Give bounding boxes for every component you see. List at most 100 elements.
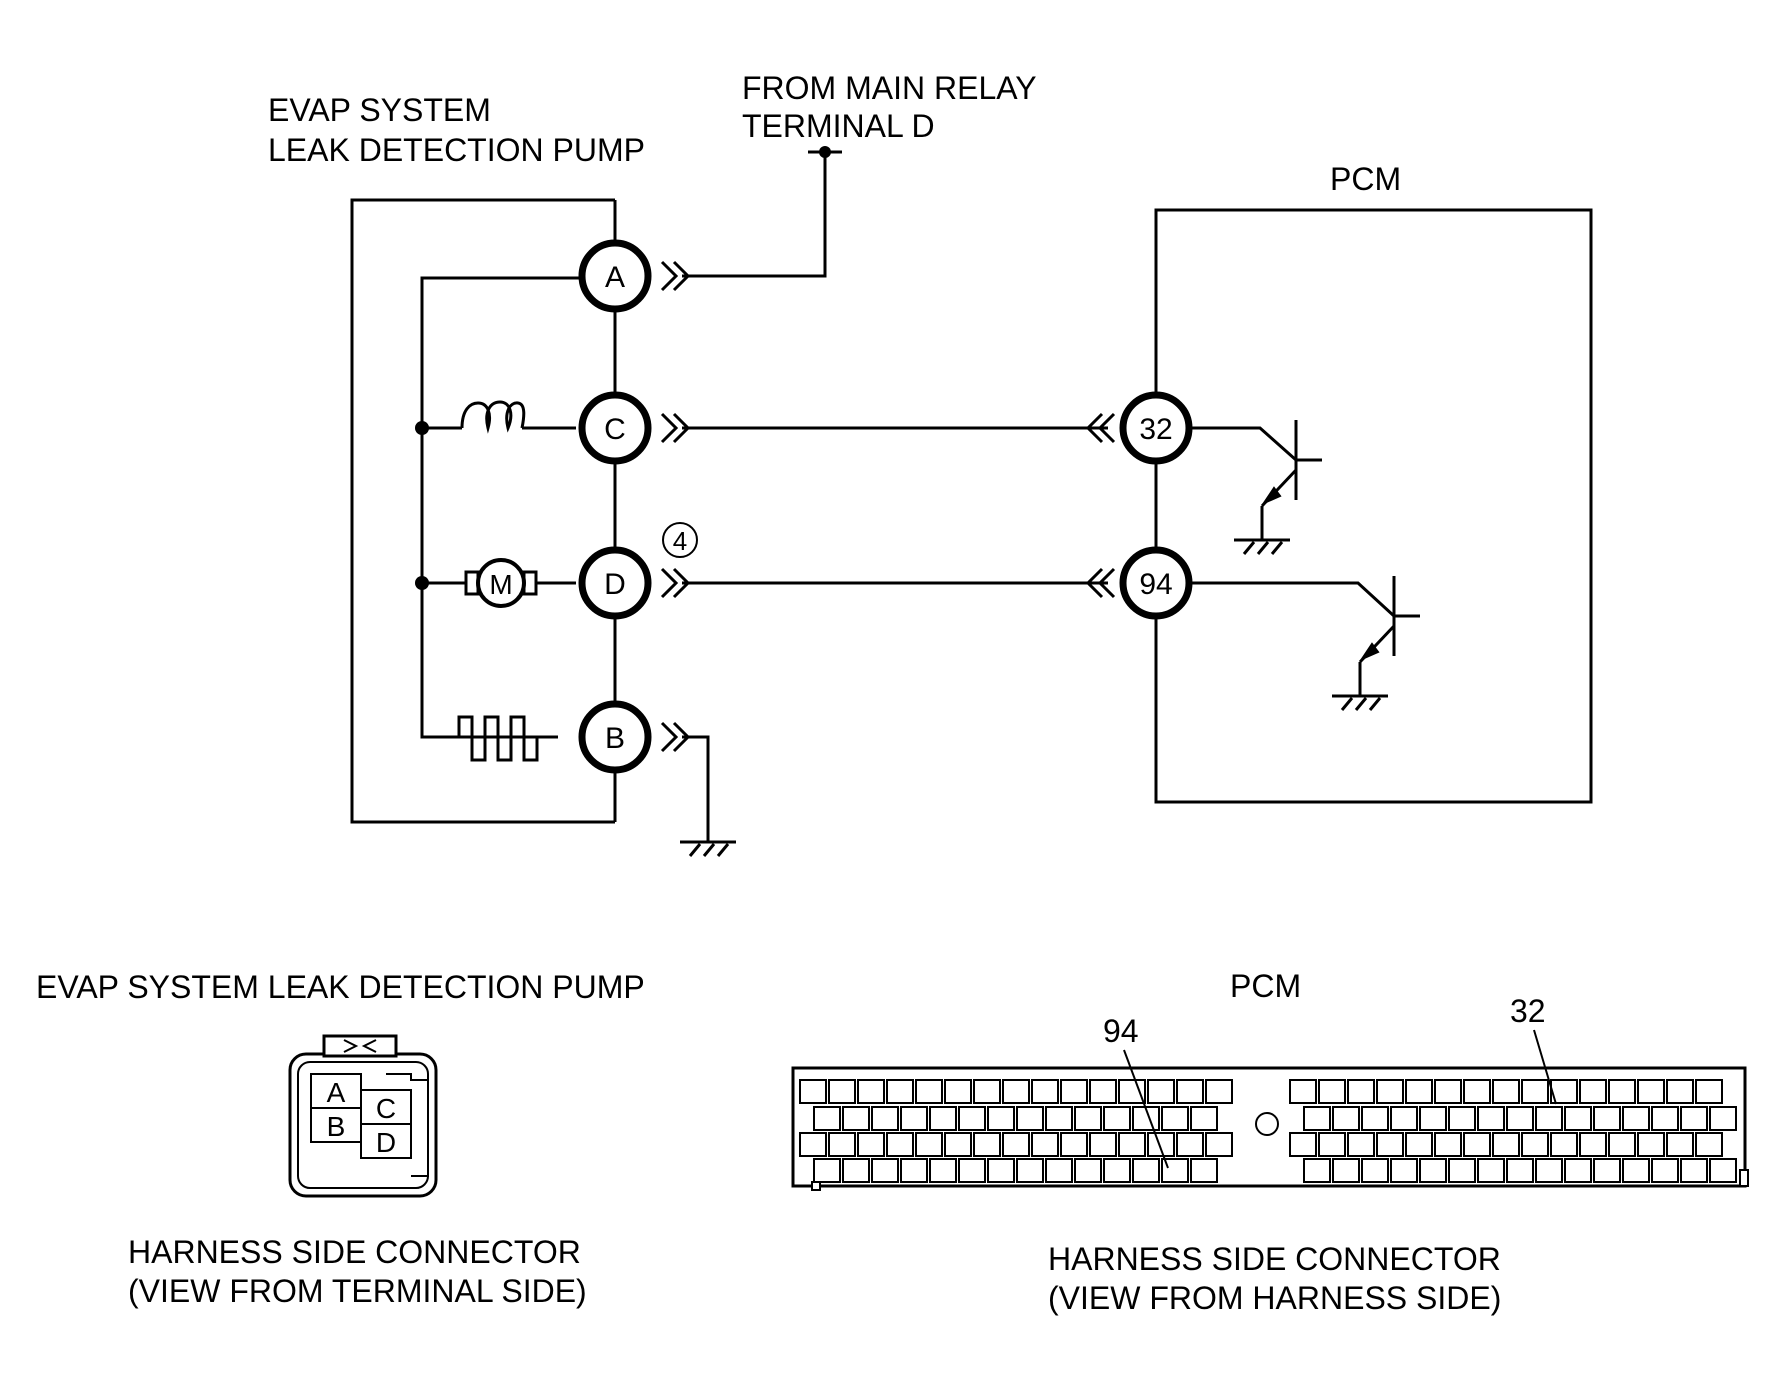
- pcm-connector-pin-cell: [1521, 1132, 1549, 1157]
- pcm-connector-pin-cell: [987, 1158, 1015, 1183]
- pcm-connector-pin-cell: [1506, 1158, 1534, 1183]
- pcm-connector-pin-cell: [871, 1158, 899, 1183]
- pump-terminal-d: D: [578, 546, 652, 620]
- pcm-connector-pin-cell: [1579, 1132, 1607, 1157]
- pcm-connector-pin-cell: [1535, 1106, 1563, 1131]
- pcm-connector-pin-cell: [799, 1132, 827, 1157]
- pcm-connector-pin-cell: [1434, 1132, 1462, 1157]
- pcm-connector-pin-cell: [1448, 1158, 1476, 1183]
- pin-32-leader: [1533, 1029, 1557, 1105]
- pcm-connector-pin-cell: [1031, 1079, 1059, 1104]
- pcm-connector-pin-cell: [1289, 1079, 1317, 1104]
- pcm-connector-pin-cell: [1680, 1158, 1708, 1183]
- pcm-connector-pin-cell: [1709, 1158, 1737, 1183]
- pump-terminal-c-label: C: [604, 413, 626, 446]
- pump-terminal-d-label: D: [604, 568, 626, 601]
- pcm-connector-pin-cell: [1709, 1106, 1737, 1131]
- pump-connector-pin-a: A: [327, 1077, 346, 1108]
- pcm-terminal-94-label: 94: [1139, 568, 1172, 601]
- pcm-connector-pin-cell: [857, 1079, 885, 1104]
- pcm-connector-pin-cell: [1666, 1132, 1694, 1157]
- pcm-connector-pin-cell: [944, 1079, 972, 1104]
- pcm-connector-pin-cell: [1651, 1106, 1679, 1131]
- pcm-connector-pin-cell: [1463, 1079, 1491, 1104]
- pcm-connector-pin-cell: [1492, 1079, 1520, 1104]
- pcm-connector-pin-cell: [842, 1158, 870, 1183]
- circled-marker-label: 4: [673, 526, 687, 556]
- pcm-connector-pin-cell: [1361, 1158, 1389, 1183]
- pcm-connector-pin-cell: [1118, 1079, 1146, 1104]
- pcm-connector-pin-cell: [1622, 1106, 1650, 1131]
- pcm-connector-pin-cell: [1419, 1106, 1447, 1131]
- pcm-connector-pin-cell: [886, 1132, 914, 1157]
- pump-terminal-c: C: [578, 391, 652, 465]
- pcm-connector-pin-cell: [1045, 1158, 1073, 1183]
- pcm-connector-pin-cell: [1579, 1079, 1607, 1104]
- pcm-connector-pin-cell: [813, 1106, 841, 1131]
- pcm-connector-pin-cell: [1637, 1079, 1665, 1104]
- heater-element-icon: [422, 715, 558, 762]
- pcm-connector-pin-cell: [973, 1132, 1001, 1157]
- pcm-connector-pin-cell: [929, 1106, 957, 1131]
- pcm-connector-pin-cell: [1695, 1132, 1723, 1157]
- pcm-box: [1154, 208, 1593, 804]
- pcm-connector-pin-cell: [886, 1079, 914, 1104]
- circled-marker-4: 4: [662, 522, 698, 558]
- pcm-connector-pin-cell: [1550, 1079, 1578, 1104]
- pcm-connector-pin-cell: [1376, 1079, 1404, 1104]
- connector-chevrons-pcm: [1085, 412, 1116, 599]
- pcm-connector-pin-cell: [1622, 1158, 1650, 1183]
- relay-label-line1: FROM MAIN RELAY: [742, 70, 1037, 106]
- pcm-connector-pin-cell: [1593, 1106, 1621, 1131]
- pcm-connector-pin-cell: [828, 1132, 856, 1157]
- pcm-connector-pin-cell: [1347, 1079, 1375, 1104]
- pcm-connector-pin-cell: [1161, 1106, 1189, 1131]
- pcm-connector-pin-cell: [1405, 1132, 1433, 1157]
- pcm-connector-pin-cell: [1564, 1106, 1592, 1131]
- transistor-icon: [1189, 576, 1420, 711]
- pcm-connector-pin-cell: [1608, 1132, 1636, 1157]
- pcm-connector-pin-cell: [1347, 1132, 1375, 1157]
- pump-connector-pin-b: B: [327, 1111, 346, 1142]
- pump-connector-title: EVAP SYSTEM LEAK DETECTION PUMP: [36, 969, 645, 1005]
- pcm-connector-pin-cell: [1564, 1158, 1592, 1183]
- relay-label-line2: TERMINAL D: [742, 108, 935, 144]
- pcm-connector-pin-cell: [944, 1132, 972, 1157]
- pcm-connector-pin-32-label: 32: [1510, 993, 1546, 1029]
- pcm-connector-caption-line1: HARNESS SIDE CONNECTOR: [1048, 1241, 1501, 1277]
- pcm-connector-pin-cell: [1463, 1132, 1491, 1157]
- pcm-connector-pin-cell: [1016, 1158, 1044, 1183]
- pump-title-line1: EVAP SYSTEM: [268, 92, 491, 128]
- pcm-connector-pin-94-label: 94: [1103, 1013, 1139, 1049]
- pump-connector-pin-c: C: [376, 1093, 396, 1124]
- pump-connector-caption-line1: HARNESS SIDE CONNECTOR: [128, 1234, 581, 1270]
- pcm-connector-pin-cell: [828, 1079, 856, 1104]
- pcm-connector-pin-cell: [1118, 1132, 1146, 1157]
- pcm-connector-pin-cell: [1666, 1079, 1694, 1104]
- pcm-connector-pin-cell: [1492, 1132, 1520, 1157]
- pcm-connector-pin-cell: [1103, 1106, 1131, 1131]
- pcm-connector-pin-cell: [1637, 1132, 1665, 1157]
- pcm-connector-pin-cell: [1147, 1132, 1175, 1157]
- pcm-connector-pin-cell: [958, 1106, 986, 1131]
- solenoid-coil-icon: [460, 400, 526, 434]
- pump-connector-caption-line2: (VIEW FROM TERMINAL SIDE): [128, 1273, 587, 1309]
- pcm-connector-pin-cell: [799, 1079, 827, 1104]
- pcm-connector-pin-cell: [1477, 1158, 1505, 1183]
- pcm-connector-pin-cell: [1132, 1158, 1160, 1183]
- pump-connector-pin-d: D: [376, 1127, 396, 1158]
- pump-terminal-a: A: [578, 239, 652, 313]
- external-wiring: [682, 146, 1108, 842]
- pcm-connector-pin-cell: [1390, 1106, 1418, 1131]
- pcm-connector-pin-cell: [1361, 1106, 1389, 1131]
- pcm-connector-pin-cell: [1289, 1132, 1317, 1157]
- pcm-connector-pin-cell: [1434, 1079, 1462, 1104]
- pcm-connector-pin-cell: [973, 1079, 1001, 1104]
- pump-terminal-b: B: [578, 700, 652, 774]
- pcm-connector-pin-cell: [1318, 1079, 1346, 1104]
- pcm-connector-pin-cell: [1376, 1132, 1404, 1157]
- pcm-connector-pin-cell: [958, 1158, 986, 1183]
- pcm-connector-pin-cell: [1332, 1158, 1360, 1183]
- pcm-connector-pin-cell: [1176, 1132, 1204, 1157]
